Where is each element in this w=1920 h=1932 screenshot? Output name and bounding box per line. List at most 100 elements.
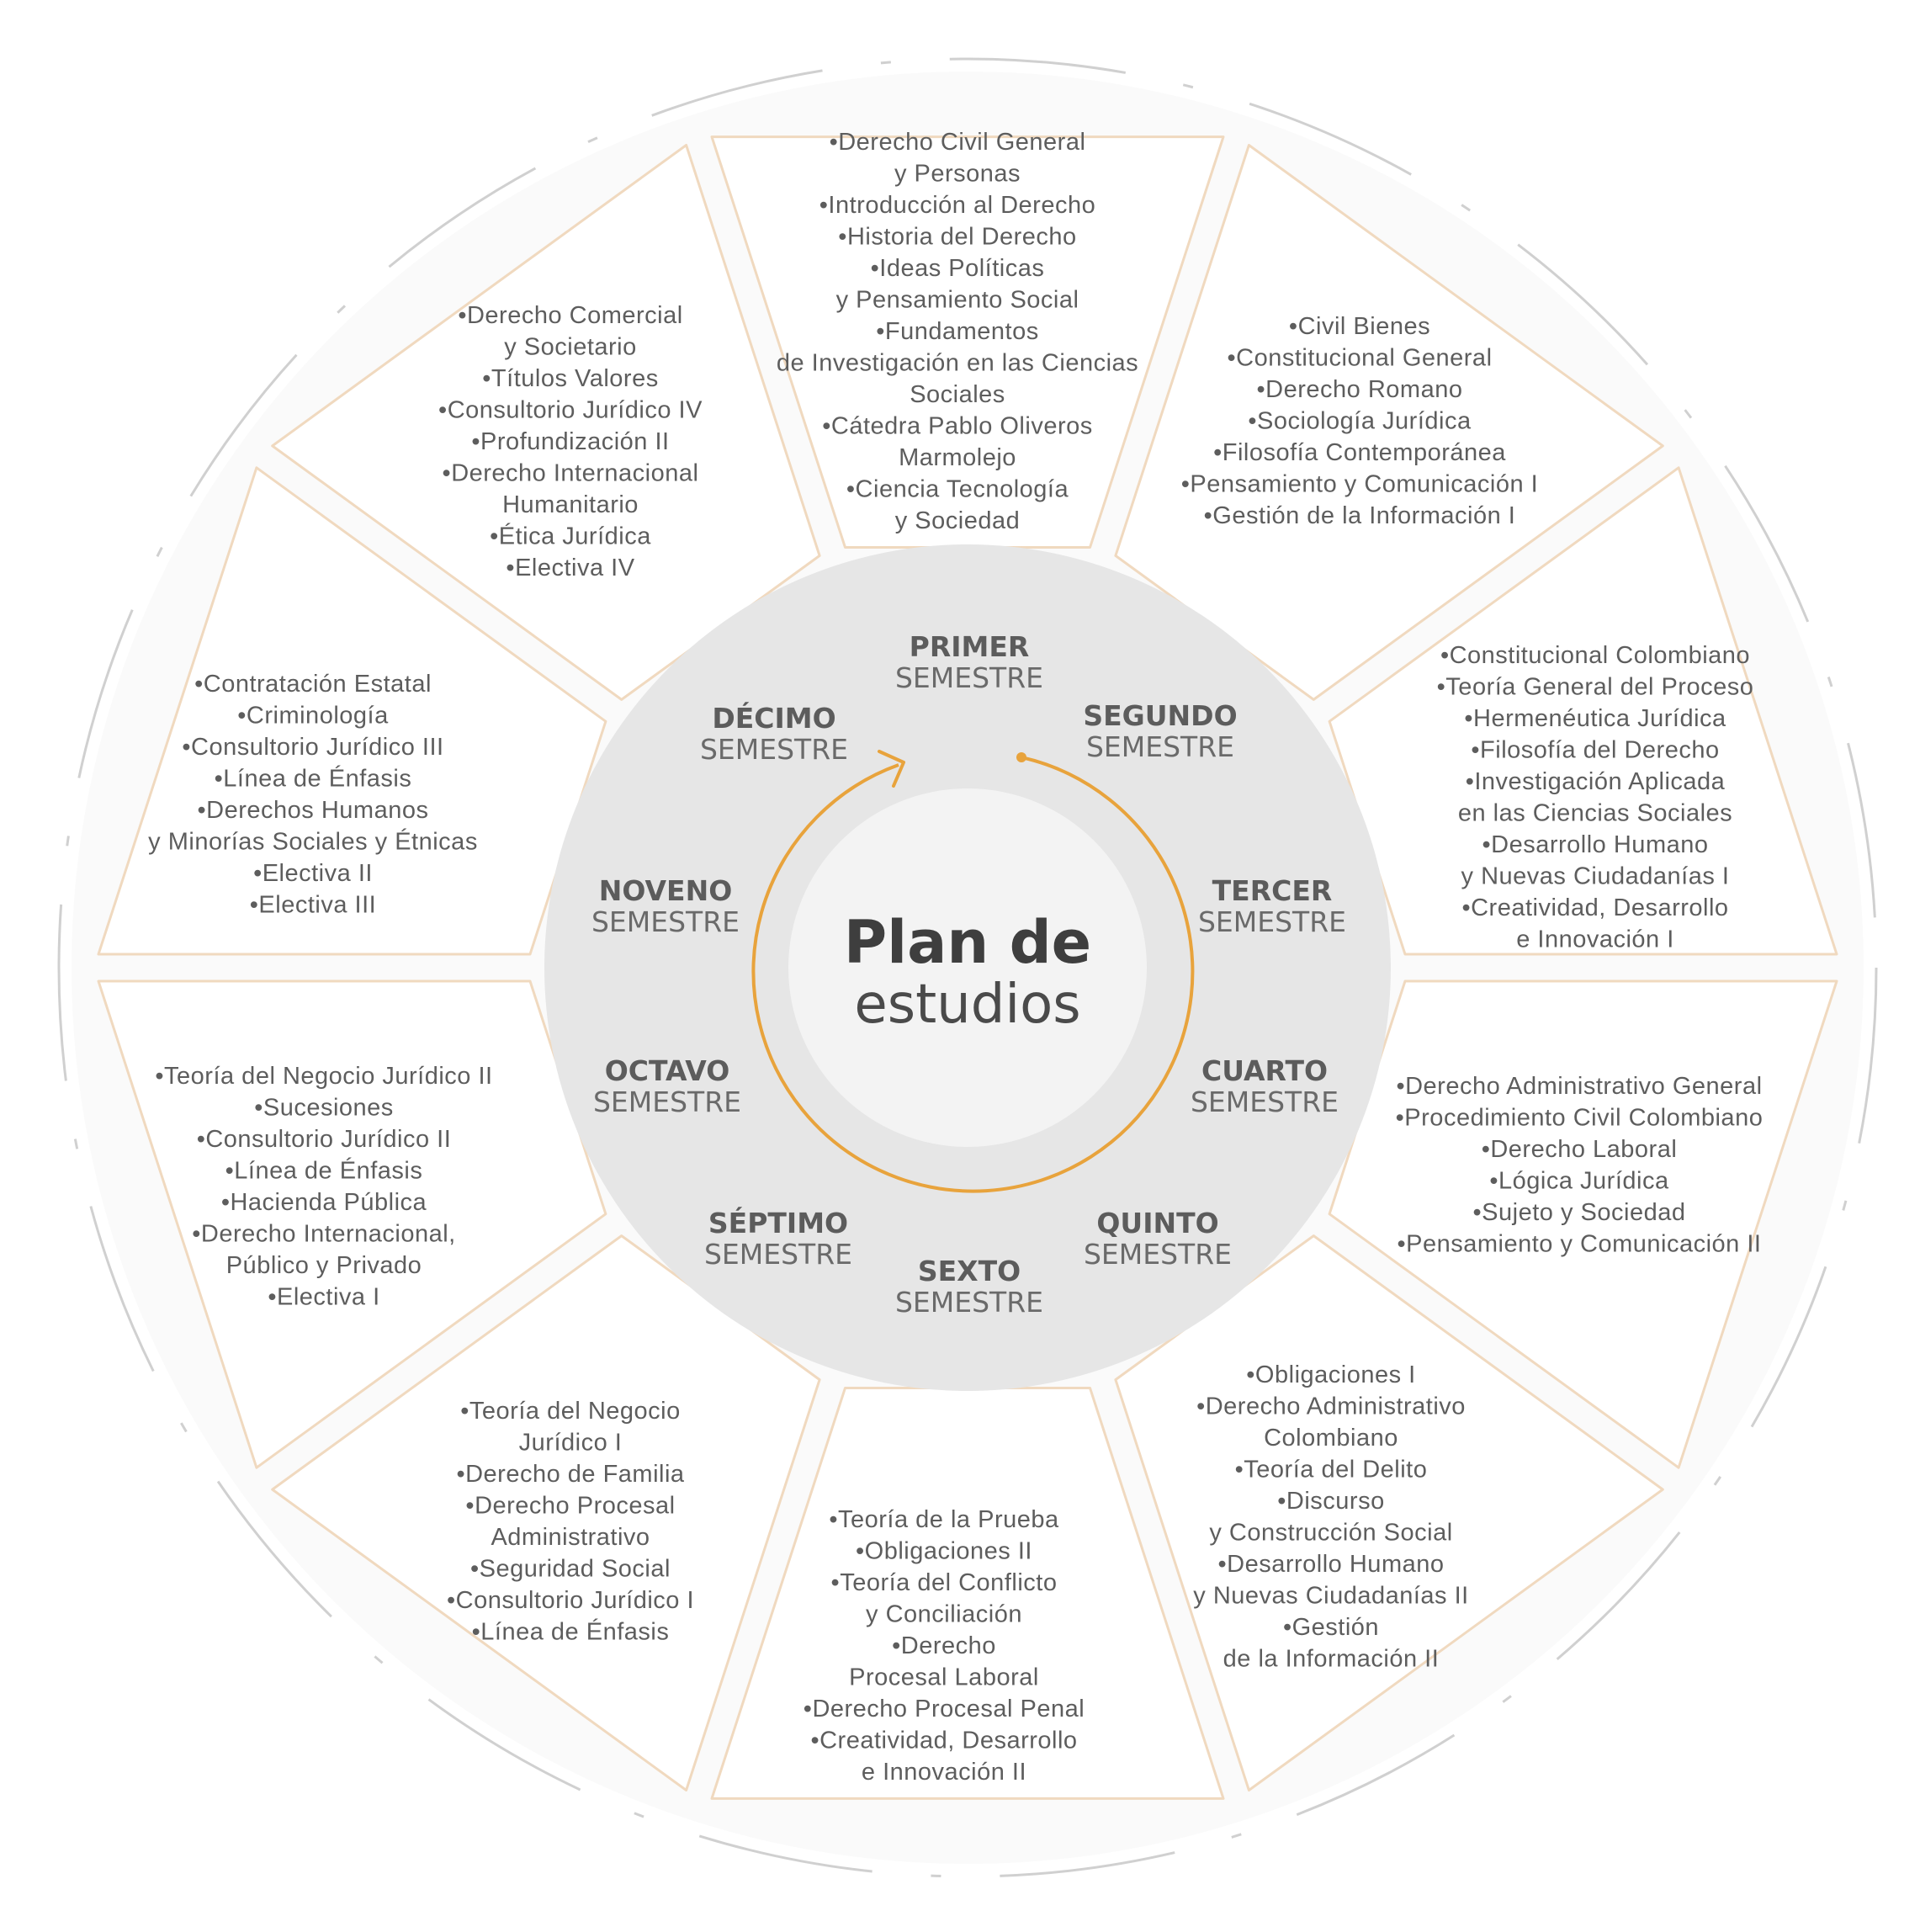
course-line: Marmolejo (899, 444, 1016, 471)
course-line: de la Información II (1223, 1646, 1440, 1673)
course-line: •Introducción al Derecho (819, 192, 1095, 219)
course-line: •Teoría del Negocio (460, 1398, 680, 1425)
course-line: en las Ciencias Sociales (1458, 800, 1732, 827)
course-line: •Derecho (892, 1632, 996, 1659)
course-line: Público y Privado (226, 1252, 422, 1279)
semester-name: NOVENO (599, 874, 733, 907)
course-line: •Teoría de la Prueba (829, 1506, 1059, 1533)
semester-labels: PRIMERSEMESTRESEGUNDOSEMESTRETERCERSEMES… (591, 630, 1346, 1319)
course-line: •Seguridad Social (470, 1556, 671, 1583)
course-line: •Filosofía Contemporánea (1213, 439, 1506, 466)
course-line: •Ética Jurídica (490, 523, 651, 550)
course-line: •Electiva III (250, 892, 376, 919)
course-list: •Constitucional Colombiano•Teoría Genera… (1437, 642, 1753, 953)
semester-label: SEMESTRE (700, 733, 848, 766)
course-line: •Procedimiento Civil Colombiano (1396, 1105, 1764, 1132)
semester-label: SEMESTRE (1084, 1238, 1232, 1271)
semester-label: SEMESTRE (704, 1238, 852, 1271)
course-line: •Teoría del Delito (1235, 1457, 1428, 1484)
course-line: •Ideas Políticas (871, 255, 1045, 282)
course-line: •Desarrollo Humano (1218, 1551, 1445, 1578)
course-line: •Derecho de Familia (456, 1461, 684, 1488)
course-line: •Derecho Procesal (465, 1493, 675, 1520)
course-line: •Creatividad, Desarrollo (1461, 894, 1728, 921)
cycle-arrow-icon (751, 756, 1195, 1193)
course-line: •Derecho Comercial (458, 302, 682, 329)
course-line: •Discurso (1277, 1488, 1384, 1515)
course-line: •Línea de Énfasis (225, 1157, 423, 1185)
course-line: y Conciliación (866, 1601, 1022, 1628)
course-line: •Derecho Internacional (443, 460, 699, 487)
semester-name: QUINTO (1096, 1207, 1218, 1239)
course-line: •Contratación Estatal (194, 671, 432, 698)
course-line: y Personas (894, 161, 1021, 188)
course-line: •Consultorio Jurídico IV (438, 397, 703, 424)
course-line: y Nuevas Ciudadanías II (1193, 1583, 1468, 1610)
course-line: •Derecho Administrativo General (1396, 1073, 1762, 1100)
outer-dashed-ring (57, 57, 1878, 1878)
course-line: de Investigación en las Ciencias (777, 350, 1138, 377)
course-line: •Derecho Administrativo (1196, 1393, 1466, 1420)
course-lists: •Derecho Civil General y Personas •Introdu… (148, 129, 1763, 1786)
course-line: •Derecho Internacional, (192, 1221, 455, 1248)
course-line: •Criminología (237, 703, 389, 730)
course-line: •Derechos Humanos (198, 797, 429, 824)
semester-name: OCTAVO (605, 1054, 730, 1087)
course-line: y Sociedad (895, 507, 1021, 534)
course-line: •Derecho Romano (1257, 376, 1463, 403)
course-line: •Investigación Aplicada (1466, 768, 1726, 795)
course-line: •Obligaciones I (1246, 1361, 1415, 1388)
course-line: •Teoría del Conflicto (831, 1569, 1058, 1596)
semester-name: CUARTO (1201, 1054, 1328, 1087)
course-line: •Profundización II (471, 428, 669, 455)
course-line: •Pensamiento y Comunicación I (1181, 471, 1538, 498)
course-line: Sociales (910, 381, 1005, 408)
course-line: e Innovación II (862, 1759, 1026, 1786)
course-line: •Gestión (1283, 1614, 1379, 1641)
semester-label: SEMESTRE (895, 1286, 1043, 1319)
semester-name: SEXTO (918, 1255, 1021, 1287)
course-line: •Constitucional Colombiano (1440, 642, 1750, 669)
semester-name: DÉCIMO (712, 701, 835, 735)
course-line: •Sociología Jurídica (1248, 408, 1472, 435)
course-line: Procesal Laboral (849, 1664, 1039, 1691)
course-line: •Derecho Laboral (1482, 1136, 1678, 1163)
course-line: y Pensamiento Social (836, 287, 1079, 314)
course-line: •Teoría del Negocio Jurídico II (155, 1063, 492, 1090)
course-line: •Fundamentos (876, 318, 1038, 345)
course-list: •Teoría de la Prueba•Obligaciones II•Teo… (804, 1506, 1085, 1786)
course-line: •Derecho Civil General (830, 129, 1086, 156)
course-line: •Derecho Procesal Penal (804, 1696, 1085, 1722)
course-line: y Minorías Sociales y Étnicas (148, 828, 478, 856)
course-line: •Hacienda Pública (221, 1189, 427, 1216)
course-line: Jurídico I (519, 1430, 623, 1457)
course-line: •Línea de Énfasis (215, 765, 412, 793)
course-line: •Desarrollo Humano (1482, 831, 1709, 858)
semester-name: TERCER (1212, 874, 1333, 907)
course-line: •Filosofía del Derecho (1471, 737, 1719, 764)
course-line: •Creatividad, Desarrollo (810, 1728, 1077, 1754)
plan-title-line2: estudios (854, 974, 1080, 1036)
course-line: •Línea de Énfasis (472, 1618, 670, 1646)
course-line: y Societario (504, 334, 637, 361)
semester-label: SEMESTRE (591, 905, 740, 938)
semester-label: SEMESTRE (593, 1085, 741, 1118)
semester-name: PRIMER (910, 630, 1030, 663)
course-line: •Hermenéutica Jurídica (1464, 705, 1726, 732)
course-line: •Lógica Jurídica (1489, 1168, 1669, 1195)
semester-name: SEGUNDO (1083, 699, 1237, 732)
course-line: •Consultorio Jurídico III (182, 734, 443, 761)
course-list: •Obligaciones I •Derecho AdministrativoCo… (1193, 1361, 1468, 1673)
semester-label: SEMESTRE (1086, 730, 1234, 763)
course-line: •Electiva I (268, 1284, 379, 1311)
course-line: Administrativo (491, 1524, 650, 1551)
semester-label: SEMESTRE (1198, 905, 1346, 938)
course-line: •Sucesiones (254, 1095, 394, 1122)
course-line: •Gestión de la Información I (1204, 502, 1516, 529)
plan-title-line1: Plan de (844, 908, 1091, 977)
course-line: •Títulos Valores (482, 365, 658, 392)
course-line: Colombiano (1264, 1425, 1398, 1452)
course-line: •Electiva II (253, 860, 373, 887)
